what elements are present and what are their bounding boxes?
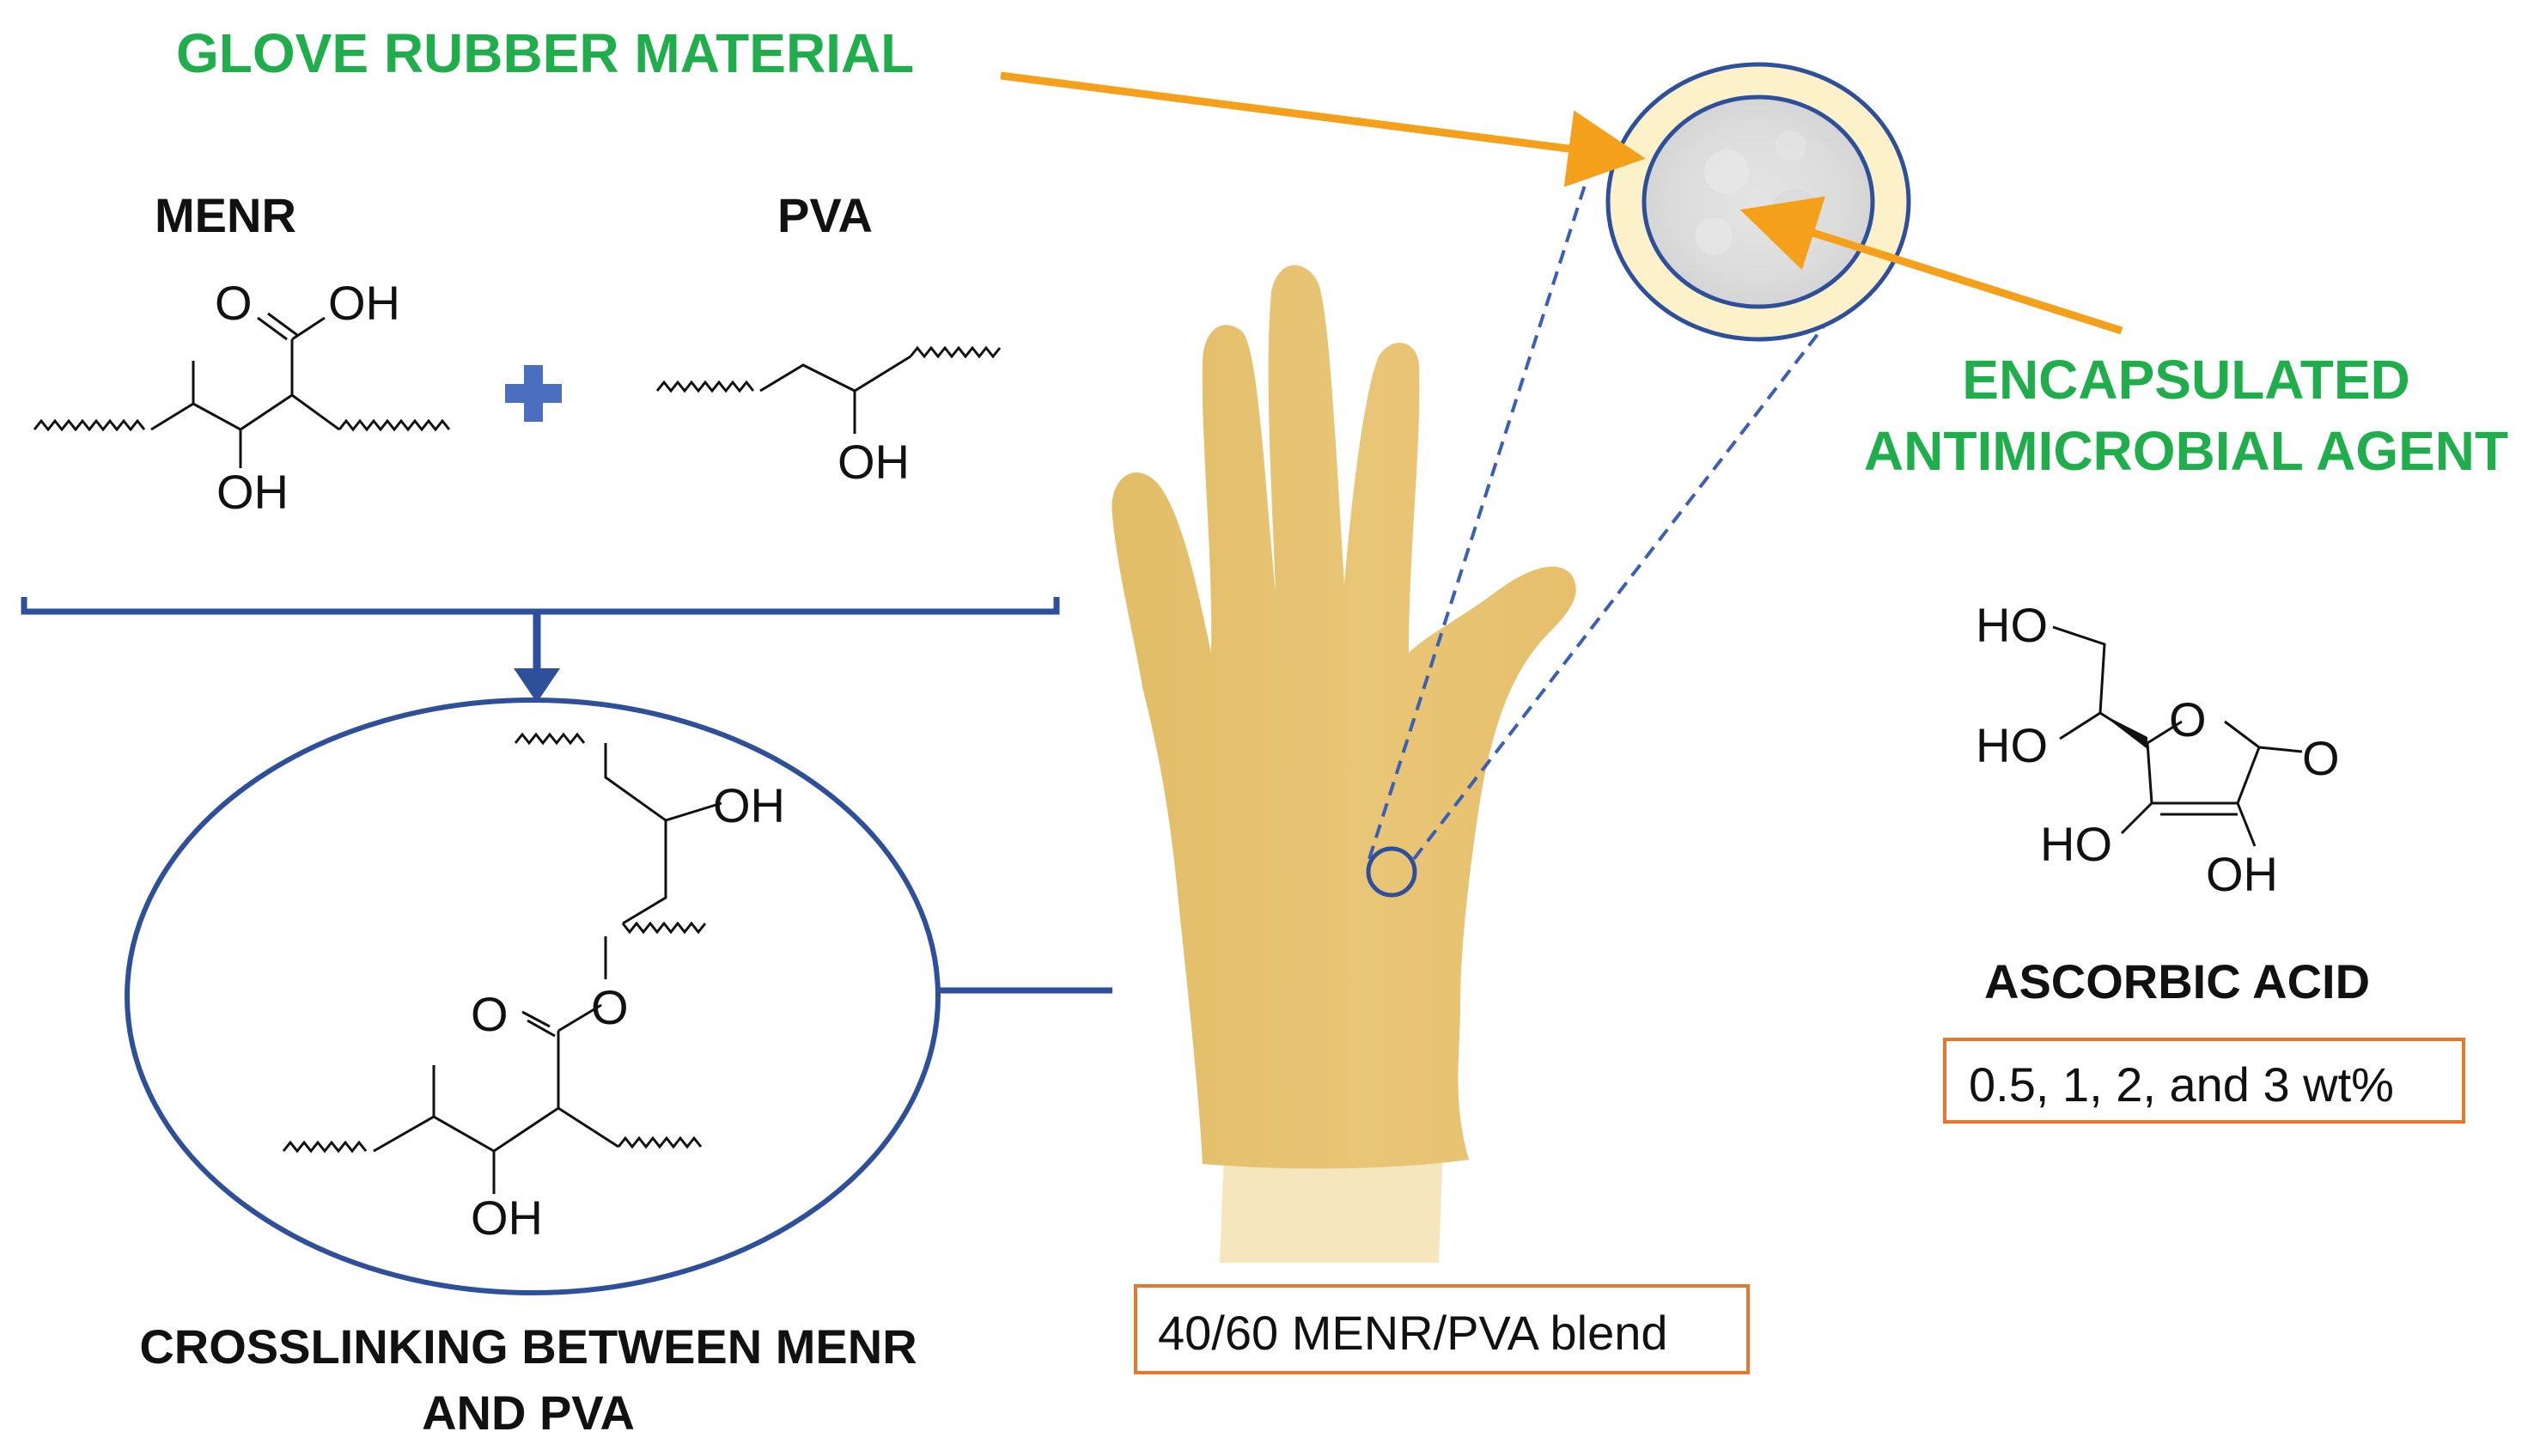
wrist-skin [1220,1142,1443,1263]
arrow-encapsulated [1739,196,2123,335]
arrow-glove-rubber [1000,71,1646,187]
blend-bracket [21,597,1060,615]
crosslinking-label-line2: AND PVA [422,1386,635,1440]
concentration-text: 0.5, 1, 2, and 3 wt% [1969,1057,2394,1112]
glove [1112,265,1576,1263]
blend-box: 40/60 MENR/PVA blend [1134,1284,1750,1374]
ascorbic-ring-o: O [2169,692,2207,746]
zoom-line-right [1412,295,1849,861]
ascorbic-oh-bottom: OH [2206,847,2278,901]
ascorbic-ho-top: HO [1976,598,2048,652]
menr-hydroxyl-oh: OH [216,465,289,519]
crosslinking-ellipse [125,698,941,1295]
menr-structure [33,312,451,468]
crosslink-top-oh: OH [713,778,785,832]
glove-body [1112,265,1576,1169]
crosslinked-structure [282,732,722,1194]
ascorbic-wedge [2100,713,2147,749]
pva-label: PVA [777,188,873,242]
pva-structure [655,345,1002,434]
ascorbic-carbonyl-o: O [2302,731,2340,785]
crosslink-bottom-oh: OH [471,1191,543,1245]
ascorbic-acid-structure [2052,625,2303,847]
ascorbic-ho-bottom: HO [2040,817,2112,871]
crosslink-ester-o: O [591,980,629,1034]
plus-sign [505,365,562,422]
menr-label: MENR [155,188,296,242]
bracket-arrow-head [514,668,560,703]
menr-acid-oh: OH [328,276,400,330]
crosslinking-label-line1: CROSSLINKING BETWEEN MENR [139,1319,917,1374]
glove-spot-circle [1366,846,1417,898]
encapsulated-label-line1: ENCAPSULATED [1962,349,2410,411]
glove-rubber-label: GLOVE RUBBER MATERIAL [176,22,915,84]
concentration-box: 0.5, 1, 2, and 3 wt% [1943,1038,2465,1124]
ascorbic-ho-mid: HO [1976,718,2048,772]
blend-text: 40/60 MENR/PVA blend [1158,1306,1668,1360]
encapsulated-label-line2: ANTIMICROBIAL AGENT [1863,420,2509,482]
zoom-line-left [1367,171,1591,860]
ascorbic-acid-label: ASCORBIC ACID [1984,954,2371,1008]
pva-hydroxyl-oh: OH [838,435,910,489]
menr-carbonyl-o: O [215,276,253,330]
crosslink-carbonyl-o: O [471,987,509,1041]
magnified-rubber [1605,62,1911,342]
